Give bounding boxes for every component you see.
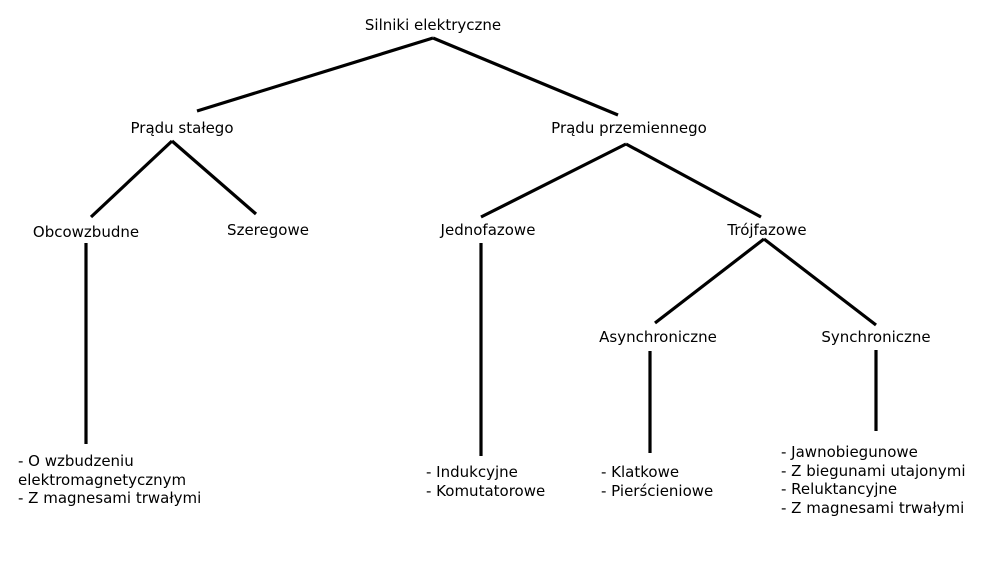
node-asynchroniczne: Asynchroniczne <box>599 328 717 346</box>
list-item: elektromagnetycznym <box>18 470 187 489</box>
edge-ac-jednofazowe <box>480 142 627 219</box>
edge-trojfazowe-synchroniczne <box>763 237 877 327</box>
list-jednofazowe-types: - Indukcyjne - Komutatorowe <box>426 463 545 500</box>
list-item: - Z magnesami trwałymi <box>781 498 965 517</box>
edge-dc-obcowzbudne <box>89 139 174 219</box>
list-item: - Jawnobiegunowe <box>781 443 918 461</box>
list-synchroniczne-types: - Jawnobiegunowe - Z biegunami utajonymi… <box>781 443 966 517</box>
list-item: - Reluktancyjne <box>781 480 898 498</box>
node-obcowzbudne: Obcowzbudne <box>32 223 140 241</box>
list-item: - Komutatorowe <box>426 481 546 500</box>
edge-dc-szeregowe <box>170 139 258 216</box>
node-root: Silniki elektryczne <box>364 16 502 34</box>
list-item: - O wzbudzeniu <box>18 452 134 470</box>
node-dc: Prądu stałego <box>130 119 234 137</box>
node-trojfazowe: Trójfazowe <box>727 221 807 239</box>
list-item: - Klatkowe <box>601 463 680 481</box>
list-obcowzbudne-types: - O wzbudzeniu elektromagnetycznym - Z m… <box>18 452 201 508</box>
list-asynchroniczne-types: - Klatkowe - Pierścieniowe <box>601 463 713 500</box>
edge-root-ac <box>432 36 619 117</box>
list-item: - Indukcyjne <box>426 463 518 481</box>
node-jednofazowe: Jednofazowe <box>440 221 536 239</box>
node-ac: Prądu przemiennego <box>551 119 707 137</box>
edge-ac-trojfazowe <box>625 142 762 219</box>
node-synchroniczne: Synchroniczne <box>821 328 931 346</box>
list-item: - Z magnesami trwałymi <box>18 489 202 507</box>
edge-root-dc <box>196 36 434 113</box>
list-item: - Pierścieniowe <box>601 481 714 500</box>
edge-trojfazowe-asynchroniczne <box>654 237 765 325</box>
list-item: - Z biegunami utajonymi <box>781 461 966 480</box>
node-szeregowe: Szeregowe <box>227 221 309 239</box>
